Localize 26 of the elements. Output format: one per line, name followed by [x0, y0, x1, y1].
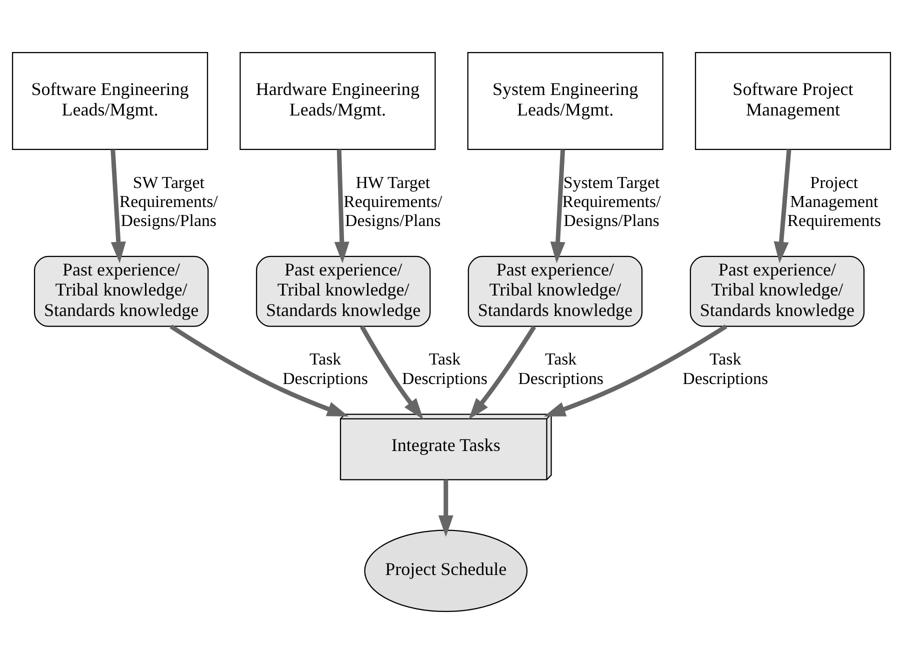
arrow: [438, 479, 454, 536]
arrow: [774, 148, 792, 263]
edge-label: SW Target Requirements/ Designs/Plans: [119, 172, 218, 230]
arrow: [334, 149, 350, 263]
node-box: Past experience/ Tribal knowledge/ Standards knowledge: [34, 255, 209, 326]
edge-label: Task Descriptions: [518, 349, 604, 388]
node-box: Past experience/ Tribal knowledge/ Standards knowledge: [690, 255, 865, 326]
edge-label: Project Management Requirements: [787, 172, 882, 230]
node-box: Past experience/ Tribal knowledge/ Standards knowledge: [256, 255, 431, 326]
arrow: [468, 325, 536, 419]
node-box: Software Engineering Leads/Mgmt.: [12, 51, 208, 150]
edge-label: HW Target Requirements/ Designs/Plans: [344, 172, 442, 230]
arrow: [170, 324, 349, 416]
edge-label: System Target Requirements/ Designs/Plans: [562, 172, 661, 230]
arrow: [550, 148, 566, 263]
edge-label: Task Descriptions: [282, 349, 368, 388]
arrow: [360, 324, 424, 420]
edge-label: Task Descriptions: [682, 349, 768, 388]
node-box: Hardware Engineering Leads/Mgmt.: [240, 51, 436, 150]
node-box: System Engineering Leads/Mgmt.: [467, 51, 664, 150]
node-box: Past experience/ Tribal knowledge/ Standards knowledge: [468, 255, 643, 326]
arrow: [110, 148, 126, 263]
arrow: [544, 324, 728, 416]
node-ellipse: Project Schedule: [364, 529, 528, 612]
edge-label: Task Descriptions: [402, 349, 488, 388]
node-box: Software Project Management: [694, 51, 892, 150]
